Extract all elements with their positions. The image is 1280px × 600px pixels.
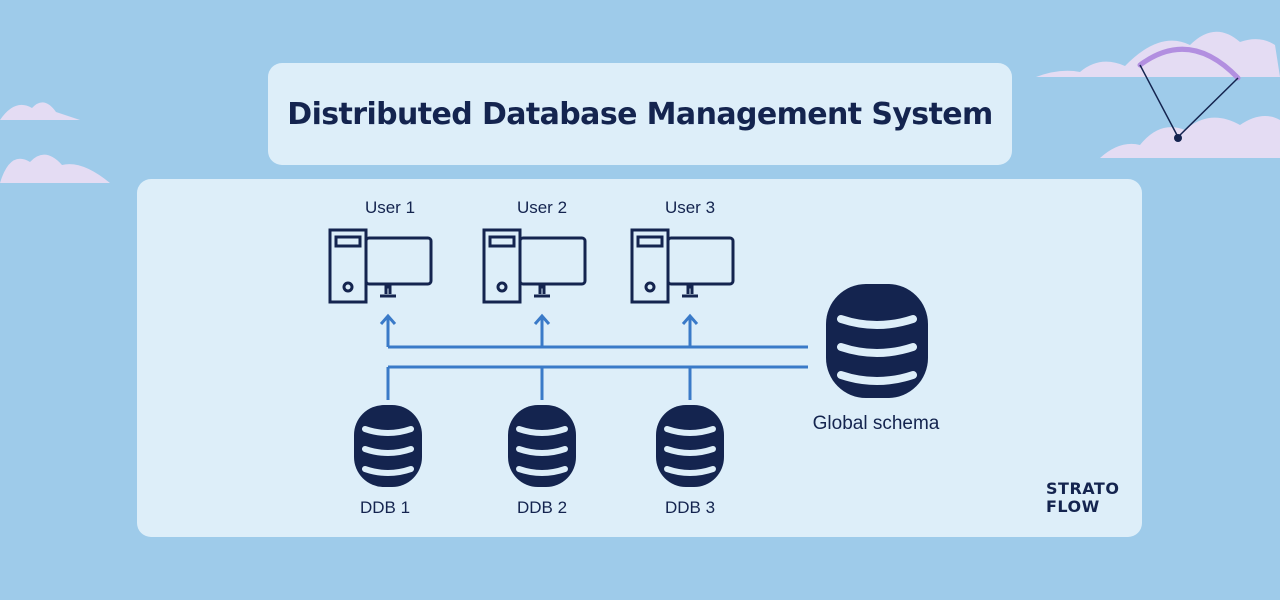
- connectors: [379, 313, 808, 400]
- title-banner: Distributed Database Management System: [268, 63, 1012, 165]
- ddb-3-label: DDB 3: [664, 498, 716, 517]
- database-icon-ddb-1: [354, 405, 422, 487]
- database-icon-ddb-3: [656, 405, 724, 487]
- database-icon-ddb-2: [508, 405, 576, 487]
- arrow-head-user-2: [533, 313, 551, 325]
- computer-icon-user-1: [328, 228, 433, 304]
- paraglider-illustration: [1137, 46, 1241, 142]
- ddb-1-label: DDB 1: [359, 498, 411, 517]
- user-2-label: User 2: [516, 198, 568, 217]
- arrow-head-user-1: [379, 313, 397, 325]
- strato-flow-logo: STRATO FLOW: [1046, 480, 1119, 516]
- user-1-label: User 1: [364, 198, 416, 217]
- logo-line-1: STRATO: [1046, 479, 1120, 498]
- ddb-2-label: DDB 2: [516, 498, 568, 517]
- logo-line-2: FLOW: [1046, 497, 1100, 516]
- page-title: Distributed Database Management System: [287, 96, 993, 132]
- user-3-label: User 3: [664, 198, 716, 217]
- arrow-head-user-3: [681, 313, 699, 325]
- computer-icon-user-3: [630, 228, 735, 304]
- computer-icon-user-2: [482, 228, 587, 304]
- database-icon-global-schema: [826, 284, 928, 398]
- cloud-illustration: [0, 31, 1280, 183]
- global-schema-label: Global schema: [812, 413, 940, 434]
